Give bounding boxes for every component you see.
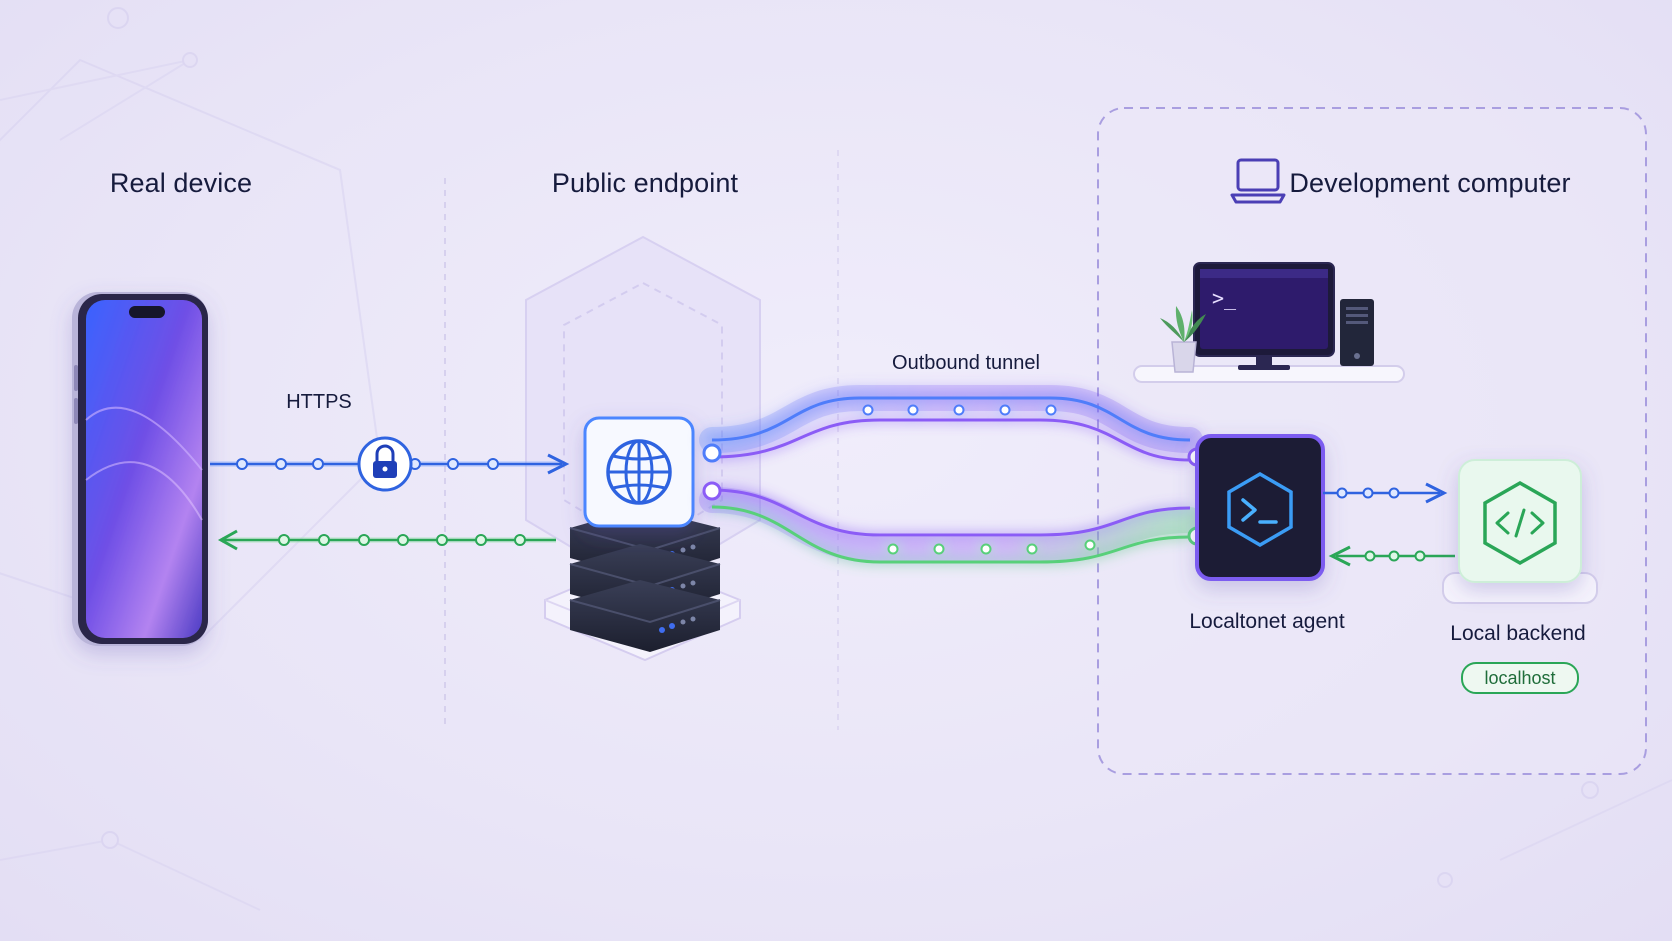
laptop-icon — [1230, 158, 1286, 204]
response-line — [217, 529, 556, 551]
code-hexagon-icon — [1442, 459, 1598, 604]
section-title-real-device: Real device — [109, 168, 253, 198]
smartphone-icon — [72, 292, 208, 646]
agent-label: Localtonet agent — [1189, 610, 1345, 633]
https-label: HTTPS — [286, 391, 352, 413]
globe-icon — [583, 416, 695, 528]
backend-label: Local backend — [1450, 622, 1586, 645]
plant-icon — [1160, 306, 1206, 373]
lock-icon — [357, 436, 413, 492]
server-stack-icon — [569, 508, 721, 652]
terminal-hexagon-icon — [1195, 434, 1325, 581]
desktop-computer-icon: >_ — [1193, 262, 1374, 370]
background-decoration — [0, 7, 1672, 911]
outbound-tunnel-label: Outbound tunnel — [892, 352, 1040, 374]
outbound-tunnel-top — [699, 385, 1203, 462]
terminal-prompt: >_ — [1212, 286, 1237, 310]
section-title-development-computer: Development computer — [1289, 168, 1571, 198]
outbound-tunnel-bottom — [699, 487, 1203, 564]
agent-to-backend-request — [1323, 482, 1448, 504]
section-title-public-endpoint: Public endpoint — [551, 168, 739, 198]
backend-to-agent-response — [1328, 545, 1455, 567]
localhost-badge: localhost — [1461, 662, 1579, 694]
